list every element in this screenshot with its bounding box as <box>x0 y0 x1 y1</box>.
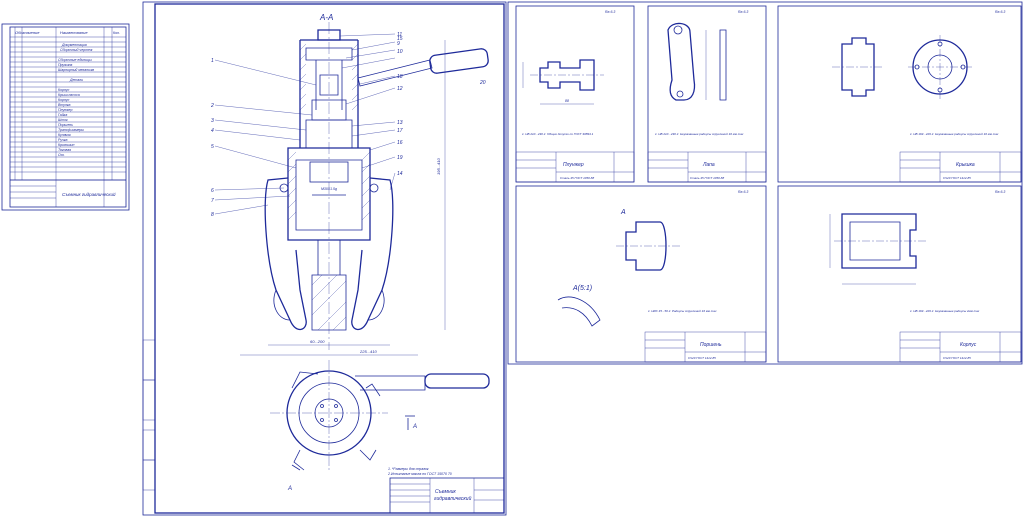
balloon-20: 20 <box>479 80 486 86</box>
balloon-2: 2 <box>210 103 214 109</box>
plunger-dim: 88 <box>565 99 569 103</box>
plunger-note: 1. HB 210...230 2. Общие допуски по ГОСТ… <box>522 132 594 136</box>
balloon-5: 5 <box>211 144 214 150</box>
thread-dimension: M30X1.5g <box>321 187 337 191</box>
roughness-mark: Ra 6.3 <box>995 10 1005 14</box>
assembly-title-line1: Съемник <box>435 489 456 495</box>
detail-sheet-body: Корпус СЧ20 ГОСТ 1412-85 1. HB 163...229… <box>777 185 1022 363</box>
assembly-sheet: Съемник гидравлический 1. *Размеры для с… <box>142 1 507 516</box>
cover-material: СЧ20 ГОСТ 1412-85 <box>943 176 971 180</box>
leg-material: Сталь 45 ГОСТ 1050-88 <box>690 176 724 180</box>
assembly-note-2: 2.Испытание масла по ГОСТ 15070 70 <box>387 472 452 476</box>
balloon-11: 11 <box>397 32 402 38</box>
span-dimension: 225...410 <box>359 349 377 354</box>
roughness-mark: Ra 6.3 <box>738 10 748 14</box>
plunger-title: Плунжер <box>563 162 584 168</box>
spec-title: Съемник гидравлический <box>62 191 116 197</box>
balloon-6: 6 <box>211 188 214 194</box>
spec-section-docs: Документация <box>61 43 87 47</box>
detail-view-label: А(5:1) <box>572 285 592 292</box>
spec-part: Гайка <box>58 113 67 117</box>
detail-sheet-piston: Поршень СЧ20 ГОСТ 1412-85 1. HRC 45...50… <box>515 185 767 363</box>
balloon-10: 10 <box>397 49 403 55</box>
balloon-18: 18 <box>397 74 403 80</box>
shaft <box>311 240 347 331</box>
piston-view-marker: А <box>620 209 626 216</box>
spec-section-details: Детали <box>69 78 83 82</box>
spec-part: Корпус <box>58 88 70 92</box>
hydraulic-cylinder: M30X1.5g <box>287 147 371 241</box>
balloon-17: 17 <box>397 128 403 134</box>
piston-note: 1. HRC 45...50 2. Радиусы скруглений 16 … <box>648 309 717 313</box>
balloon-9: 9 <box>397 41 400 47</box>
balloon-16: 16 <box>397 140 403 146</box>
spec-part: Втулка <box>58 103 71 107</box>
spec-part: Трансф.камеры <box>58 128 84 132</box>
balloon-1: 1 <box>211 58 214 64</box>
assembly-note-1: 1. *Размеры для справок <box>388 467 429 471</box>
balloon-12: 12 <box>397 86 403 92</box>
spec-part: Ручка <box>58 138 68 142</box>
detail-sheet-cover: Крышка СЧ20 ГОСТ 1412-85 1. HB 163...229… <box>777 5 1022 183</box>
view-marker-right: А <box>412 424 417 430</box>
balloon-14: 14 <box>397 171 403 177</box>
spec-header-qty: Кол. <box>113 31 120 35</box>
spec-header-designation: Обозначение <box>15 30 40 35</box>
spec-part: Плунжер <box>58 108 73 112</box>
body-note: 1. HB 163...229 2. Неуказанные радиусы 2… <box>910 309 980 313</box>
leg-note: 1. HB 210...230 2. Неуказанные радиусы с… <box>655 132 744 136</box>
roughness-mark: Ra 6.3 <box>738 190 748 194</box>
section-label: A-A <box>319 13 333 22</box>
cylinder-hatch <box>287 151 371 221</box>
body-title: Корпус <box>960 342 977 348</box>
spec-part: Крыш.насоса <box>58 93 80 97</box>
pump-frame <box>299 29 359 149</box>
balloon-15: 15 <box>397 36 403 42</box>
spec-part: Кривошип <box>58 143 75 147</box>
balloon-numbers: 1 2 3 4 5 6 7 8 9 10 11 12 13 14 15 16 1… <box>210 32 486 218</box>
spec-part: Ось <box>58 153 64 157</box>
balloon-7: 7 <box>211 198 214 204</box>
piston-title: Поршень <box>700 342 722 348</box>
frame-hatch <box>299 43 359 111</box>
plunger-material: Сталь 45 ГОСТ 1050-88 <box>560 176 594 180</box>
balloon-8: 8 <box>211 212 214 218</box>
plan-view: А А <box>270 360 490 492</box>
body-material: СЧ20 ГОСТ 1412-85 <box>943 356 971 360</box>
spec-part: Поршень <box>58 123 73 127</box>
cover-note: 1. HB 163...229 2. Неуказанные радиусы с… <box>910 132 999 136</box>
roughness-mark: Ra 6.3 <box>995 190 1005 194</box>
balloon-13: 13 <box>397 120 403 126</box>
spec-part: Шток <box>58 118 68 122</box>
spec-section-units: Сборочные единицы <box>58 58 92 62</box>
piston-material: СЧ20 ГОСТ 1412-85 <box>688 356 716 360</box>
balloon-4: 4 <box>211 128 214 134</box>
detail-sheets: Плунжер Сталь 45 ГОСТ 1050-88 1. HB 210.… <box>507 1 1023 365</box>
detail-sheet-leg: Лапа Сталь 45 ГОСТ 1050-88 1. HB 210...2… <box>647 5 767 183</box>
pump-handle <box>357 48 489 87</box>
balloon-3: 3 <box>211 118 214 124</box>
spec-header-name: Наименование <box>60 30 88 35</box>
cover-title: Крышка <box>956 162 975 168</box>
puller-legs <box>264 177 394 331</box>
leg-title: Лапа <box>702 162 715 168</box>
spec-part: Кулачок <box>58 133 71 137</box>
assembly-title-line2: гидравлический <box>434 495 472 502</box>
balloon-19: 19 <box>397 155 403 161</box>
roughness-mark: Ra 6.3 <box>605 10 615 14</box>
detail-sheet-plunger: Плунжер Сталь 45 ГОСТ 1050-88 1. HB 210.… <box>515 5 635 183</box>
spec-item-spring: Пружина <box>58 63 72 67</box>
balloon-leaders <box>214 33 396 215</box>
width-dimension: 60...200 <box>310 339 325 344</box>
spec-part: Тяговая <box>58 148 71 152</box>
spec-section-assembly: Сборочный чертеж <box>60 48 93 52</box>
spec-part: Корпус <box>58 98 70 102</box>
height-dimension: 195...410 <box>436 158 441 175</box>
view-marker-left: А <box>287 486 292 492</box>
specification-sheet: Обозначение Наименование Кол. Документац… <box>1 23 130 211</box>
spec-item-mechanism: Шарнирный механизм <box>58 68 95 72</box>
